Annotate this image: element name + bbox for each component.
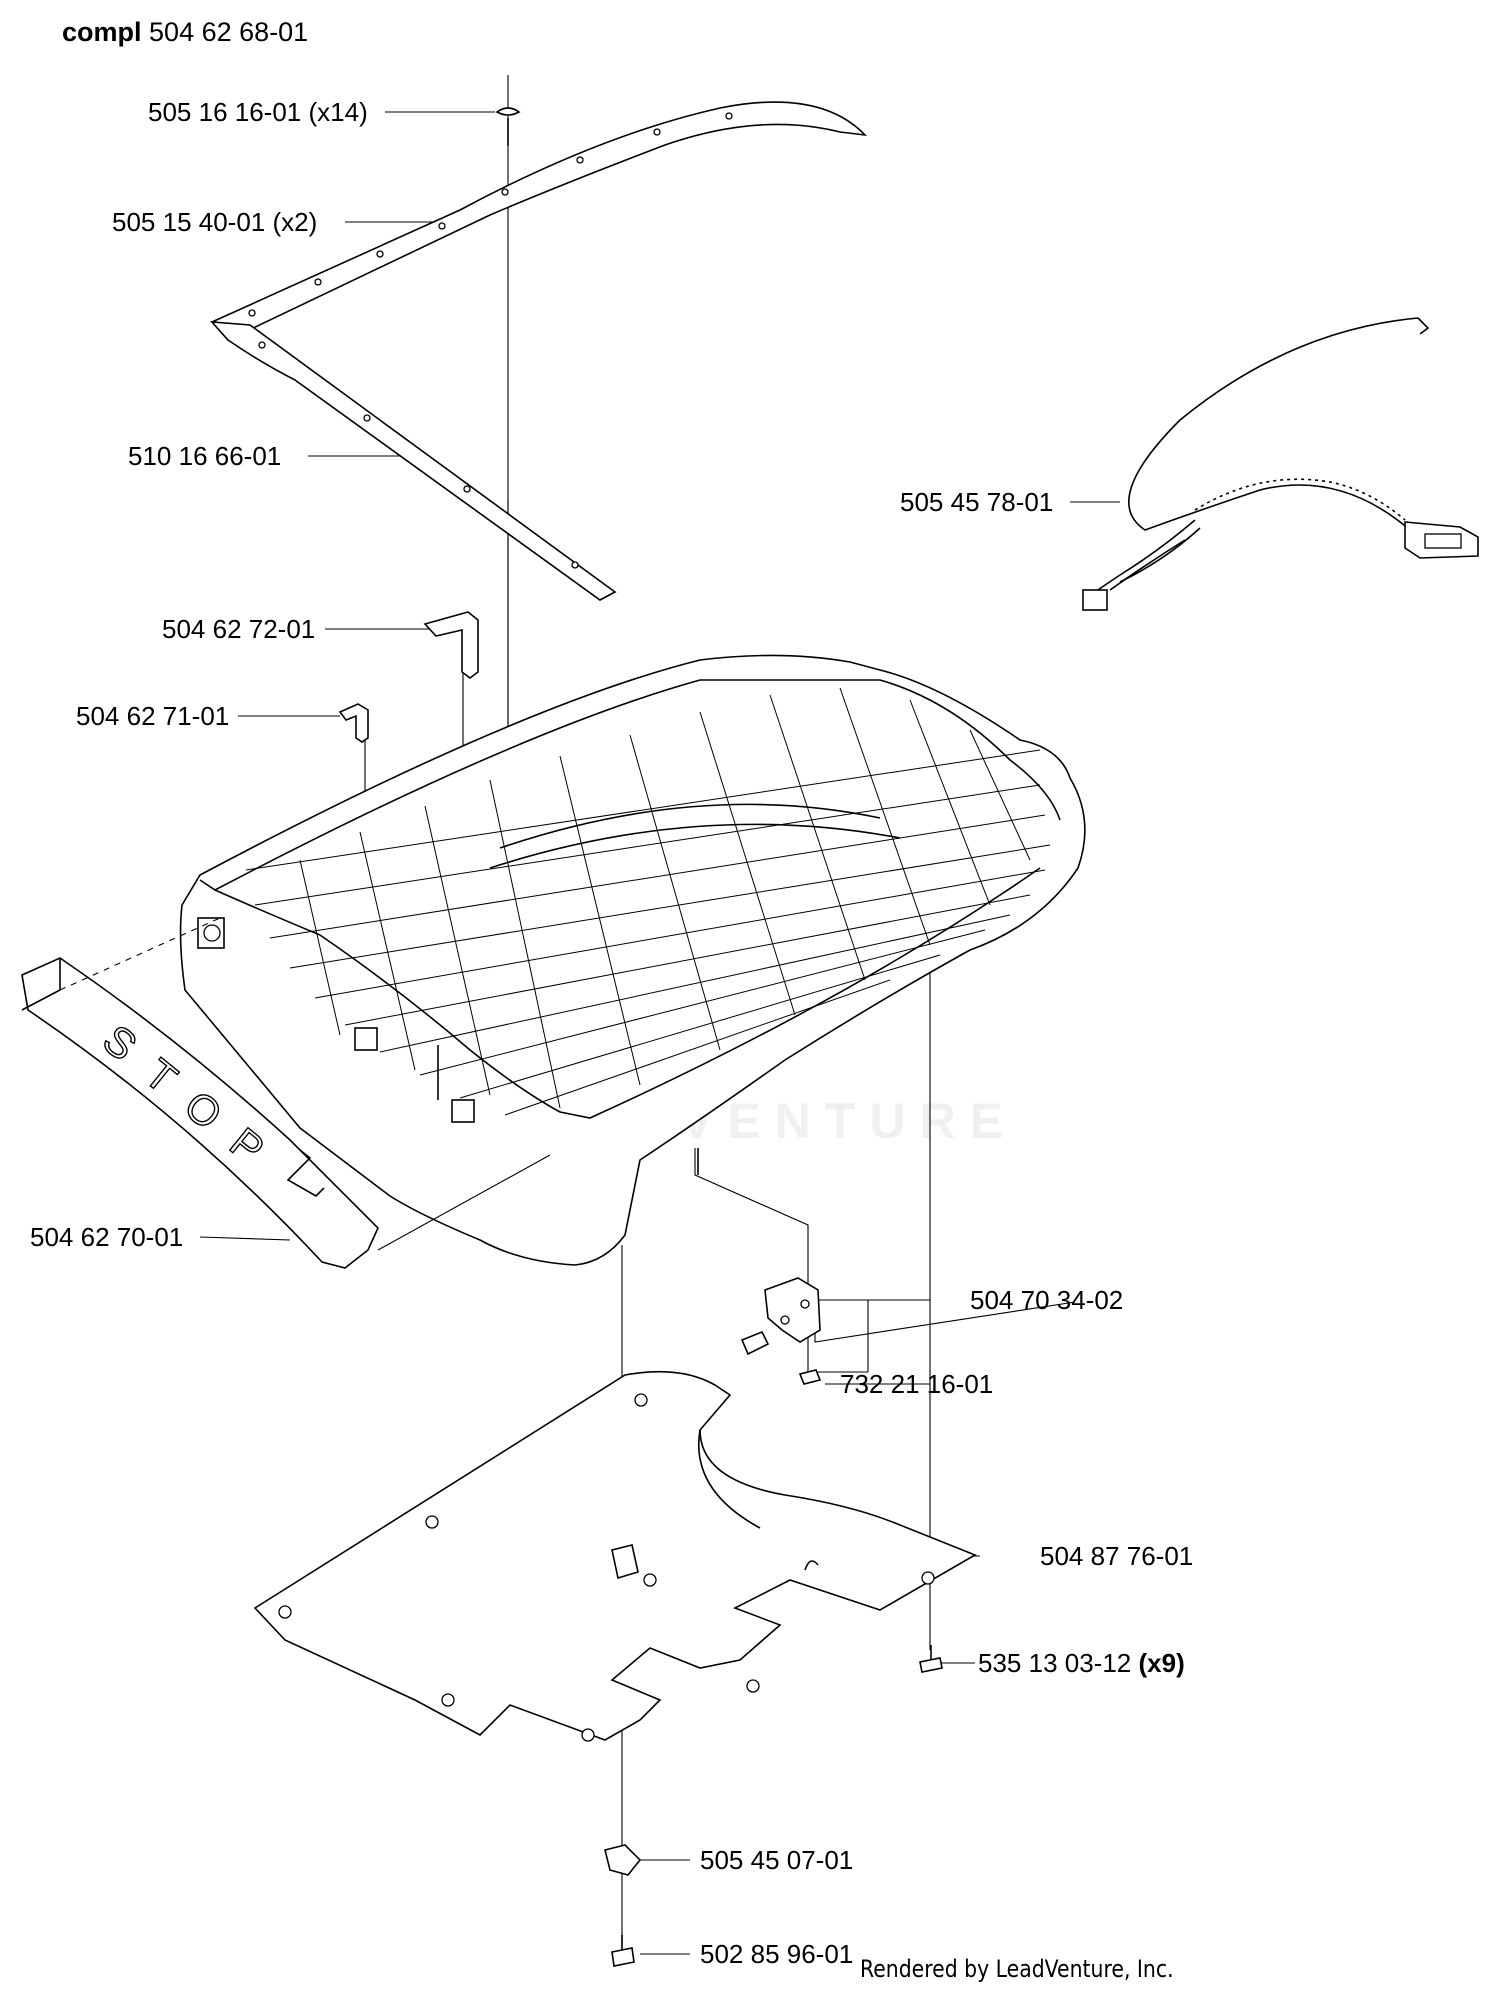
bracket-part: [740, 1277, 821, 1356]
bottom-screw-part: [611, 1935, 635, 1967]
clip-receptacles: [354, 1027, 475, 1123]
cable-tie-part: [604, 1844, 642, 1876]
callout-base-plate[interactable]: 504 87 76-01: [1040, 1541, 1194, 1571]
title-prefix: compl: [62, 17, 142, 47]
callout-cable[interactable]: 505 45 78-01: [900, 487, 1054, 517]
grid-surface: [245, 687, 1051, 1116]
title-part-number: 504 62 68-01: [149, 17, 309, 47]
clip-small-part: [338, 703, 369, 743]
nut-part: [798, 1369, 822, 1385]
callout-rivet[interactable]: 505 16 16-01 (x14): [148, 97, 368, 127]
rivet-part: [495, 107, 521, 146]
callout-clip-large[interactable]: 504 62 72-01: [162, 614, 316, 644]
cable-sheath: [1194, 478, 1406, 521]
base-plate-part: [253, 1370, 977, 1742]
cable-part: [1082, 317, 1479, 611]
callout-cable-tie[interactable]: 505 45 07-01: [700, 1845, 854, 1875]
callout-clip-small[interactable]: 504 62 71-01: [76, 701, 230, 731]
side-strip-part: [210, 321, 617, 601]
callout-stop-button[interactable]: 504 62 70-01: [30, 1222, 184, 1252]
callout-nut[interactable]: 732 21 16-01: [840, 1369, 994, 1399]
callout-screw[interactable]: 535 13 03-12 (x9): [978, 1648, 1185, 1678]
screw-part: [919, 1645, 943, 1673]
leader-lines: [199, 111, 1120, 1955]
callout-bottom-screw[interactable]: 502 85 96-01: [700, 1939, 854, 1969]
callout-bracket[interactable]: 504 70 34-02: [970, 1285, 1124, 1315]
callout-strip-side[interactable]: 510 16 66-01: [128, 441, 282, 471]
assembly-title: compl 504 62 68-01: [62, 16, 308, 48]
render-credit: Rendered by LeadVenture, Inc.: [860, 1955, 1174, 1983]
clip-large-part: [423, 611, 479, 679]
front-strip-part: [210, 101, 868, 341]
charging-station-body: [179, 654, 1086, 1266]
callout-strip-front[interactable]: 505 15 40-01 (x2): [112, 207, 318, 237]
